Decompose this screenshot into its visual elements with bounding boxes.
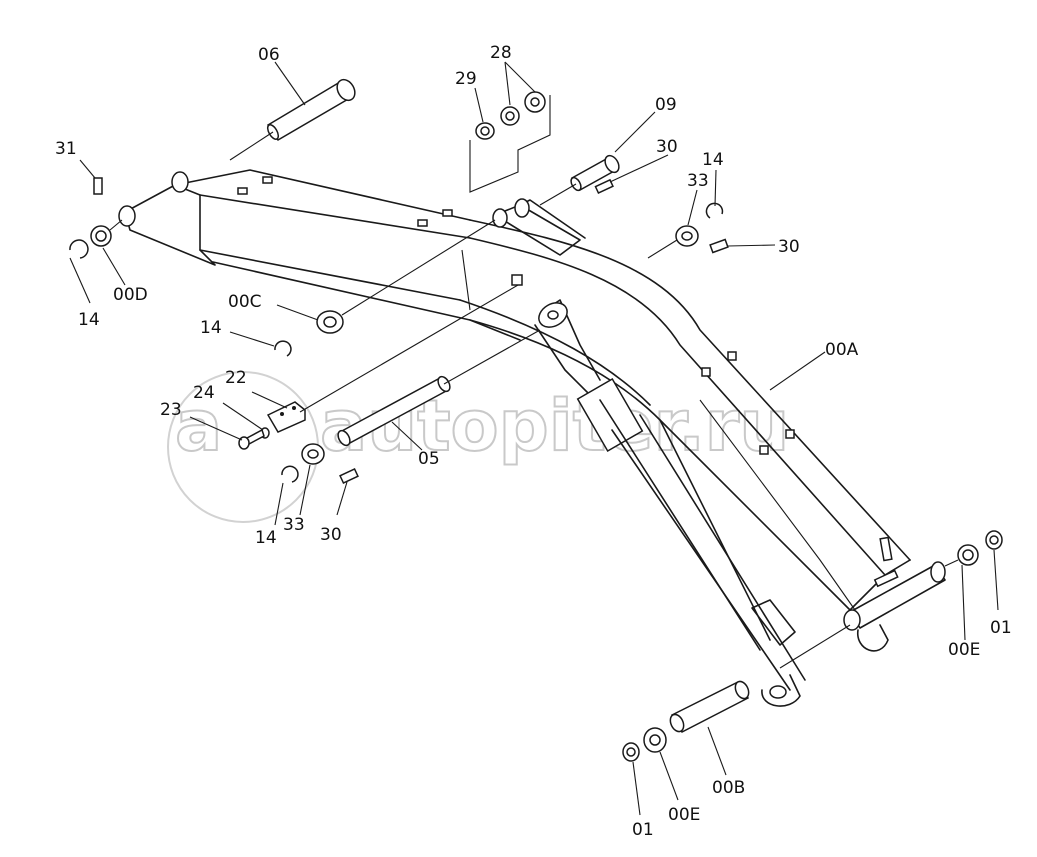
label-14-mid: 14 bbox=[200, 318, 222, 338]
part-14-ring-a bbox=[705, 202, 724, 219]
label-00E-bottom: 00E bbox=[668, 805, 700, 825]
label-00C: 00C bbox=[228, 292, 262, 312]
part-01-washer-right bbox=[985, 530, 1003, 550]
leader-lines bbox=[69, 61, 999, 816]
label-23: 23 bbox=[160, 400, 182, 420]
part-30-pin-a bbox=[594, 178, 614, 195]
part-00C-bushing bbox=[316, 219, 496, 334]
part-00B-pin bbox=[669, 680, 750, 733]
label-00D: 00D bbox=[113, 285, 148, 305]
part-33-bushing-b bbox=[301, 443, 325, 465]
label-22: 22 bbox=[225, 368, 247, 388]
part-30-pin-b bbox=[709, 238, 729, 254]
part-14-ring-c bbox=[274, 340, 292, 357]
label-30-top: 30 bbox=[656, 137, 678, 157]
label-24: 24 bbox=[193, 383, 215, 403]
label-30-right: 30 bbox=[778, 237, 800, 257]
part-23-bolt bbox=[238, 428, 265, 450]
label-01-bottom: 01 bbox=[632, 820, 654, 840]
label-33-bottom: 33 bbox=[283, 515, 305, 535]
part-14-ring-d bbox=[281, 465, 299, 483]
part-22-plate bbox=[266, 274, 523, 433]
part-30-pin-c bbox=[339, 467, 359, 485]
boom-cylinder bbox=[534, 299, 856, 707]
part-28-29-washers bbox=[469, 91, 551, 193]
part-00D-bushing bbox=[90, 219, 123, 247]
label-30-bottom: 30 bbox=[320, 525, 342, 545]
part-09-pin bbox=[539, 154, 620, 206]
label-01-right: 01 bbox=[990, 618, 1012, 638]
part-33-bushing-a bbox=[647, 225, 699, 259]
label-00B: 00B bbox=[712, 778, 745, 798]
label-14-left: 14 bbox=[78, 310, 100, 330]
part-00E-bushing-bottom bbox=[643, 727, 667, 753]
part-31-pin bbox=[93, 177, 103, 195]
part-05-pin bbox=[337, 329, 541, 447]
label-06: 06 bbox=[258, 45, 280, 65]
label-14-bottom: 14 bbox=[255, 528, 277, 548]
part-01-washer-bottom bbox=[622, 742, 640, 762]
part-06-pin bbox=[229, 78, 356, 161]
label-29: 29 bbox=[455, 69, 477, 89]
watermark: a autopiter.ru bbox=[167, 371, 790, 523]
label-00A: 00A bbox=[825, 340, 859, 360]
label-28: 28 bbox=[490, 43, 512, 63]
part-14-ring-b bbox=[69, 239, 89, 259]
label-09: 09 bbox=[655, 95, 677, 115]
label-14-top: 14 bbox=[702, 150, 724, 170]
label-00E-right: 00E bbox=[948, 640, 980, 660]
label-33-top: 33 bbox=[687, 171, 709, 191]
watermark-text: autopiter.ru bbox=[320, 385, 789, 467]
boom-body bbox=[118, 169, 946, 652]
watermark-logo-text: a bbox=[175, 385, 222, 467]
label-31: 31 bbox=[55, 139, 77, 159]
part-00E-bushing-right bbox=[944, 544, 979, 567]
label-05: 05 bbox=[418, 449, 440, 469]
